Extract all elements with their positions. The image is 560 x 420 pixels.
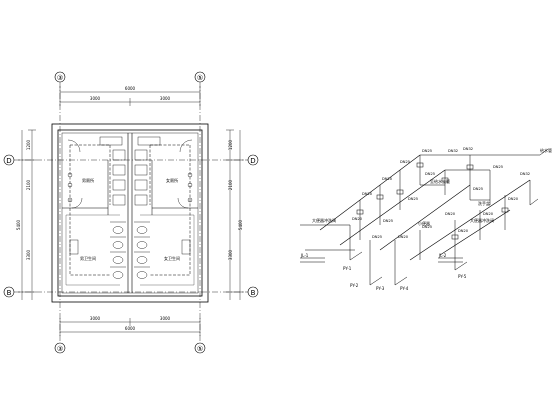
room-divisions xyxy=(62,160,198,286)
dn-label: DN20 xyxy=(458,229,469,233)
dn-label: DN20 xyxy=(398,235,409,239)
svg-text:3000: 3000 xyxy=(160,316,171,321)
dn-label: DN25 xyxy=(422,225,432,229)
svg-text:3000: 3000 xyxy=(90,96,101,101)
svg-text:JL-2: JL-2 xyxy=(438,253,447,258)
svg-text:B: B xyxy=(251,289,256,297)
iso-tags: PY-1 PY-2 PY-3 PY-4 PY-5 xyxy=(343,266,467,291)
iso-notes: 给水管 至给水立管 洗手盆 大便器冲洗阀 大便器冲洗阀 小便器 xyxy=(312,147,552,226)
stall-partitions-upper xyxy=(99,136,161,206)
axis-bubble-row-bottom-right: B xyxy=(247,286,259,298)
dn-label: DN25 xyxy=(473,187,483,191)
iso-valves xyxy=(356,162,509,240)
svg-text:6000: 6000 xyxy=(125,326,136,331)
svg-text:1200: 1200 xyxy=(228,139,233,150)
svg-text:D: D xyxy=(250,157,255,165)
dn-label: DN20 xyxy=(483,212,494,216)
tag: PY-1 xyxy=(343,266,352,271)
note-flush-valve-1: 大便器冲洗阀 xyxy=(312,217,336,223)
dimension-top: 6000 3000 3000 xyxy=(59,86,201,106)
dn-label: DN20 xyxy=(382,177,393,181)
svg-text:3000: 3000 xyxy=(90,316,101,321)
dn-label: DN25 xyxy=(383,219,393,223)
svg-text:3300: 3300 xyxy=(228,249,233,260)
tag: PY-3 xyxy=(376,286,385,291)
axis-bubble-col-right-bottom: ⑤ xyxy=(194,342,206,354)
dn-label: DN20 xyxy=(445,212,456,216)
svg-text:⑤: ⑤ xyxy=(197,74,203,82)
svg-text:1200: 1200 xyxy=(26,139,31,150)
svg-text:JL-1: JL-1 xyxy=(300,253,309,258)
central-partition xyxy=(127,133,133,293)
riser-callout-left: JL-1 xyxy=(300,253,325,263)
axis-bubble-col-left-top: ③ xyxy=(54,71,66,83)
tag: PY-2 xyxy=(350,283,359,288)
dn-label: DN20 xyxy=(352,217,363,221)
note-wash-basin: 洗手盆 xyxy=(478,200,490,206)
svg-text:2100: 2100 xyxy=(26,179,31,190)
svg-text:B: B xyxy=(7,289,12,297)
svg-text:③: ③ xyxy=(57,74,63,82)
svg-text:5400: 5400 xyxy=(16,219,21,230)
dn-label: DN20 xyxy=(362,192,373,196)
outer-walls xyxy=(51,123,209,303)
dimension-left: 5400 2100 3300 1200 xyxy=(16,129,36,300)
room-label-left-upper: 男厕所 xyxy=(82,177,94,183)
iso-dn-labels: DN25 DN32 DN32 DN25 DN25 DN25 DN20 DN20 … xyxy=(352,147,530,239)
iso-branches xyxy=(349,148,549,286)
dn-label: DN32 xyxy=(520,172,530,176)
room-label-right-upper: 女厕所 xyxy=(166,177,178,183)
plan-view: ③ ⑤ ③ ⑤ D D B B xyxy=(3,71,259,354)
tag: PY-5 xyxy=(458,274,467,279)
dn-label: DN32 xyxy=(463,147,473,151)
axis-bubble-col-right-top: ⑤ xyxy=(194,71,206,83)
svg-text:⑤: ⑤ xyxy=(197,345,203,353)
dn-label: DN25 xyxy=(408,197,418,201)
room-label-left-lower: 男卫生间 xyxy=(80,255,96,261)
dn-label: DN25 xyxy=(493,165,503,169)
dn-label: DN25 xyxy=(425,172,435,176)
axis-bubble-row-top-left: D xyxy=(3,154,15,166)
note-urinal: 小便器 xyxy=(418,220,430,226)
dimension-bottom: 3000 3000 6000 xyxy=(59,316,201,336)
axis-grid-lines xyxy=(14,82,248,342)
svg-text:D: D xyxy=(6,157,11,165)
axis-bubble-col-left-bottom: ③ xyxy=(54,342,66,354)
svg-text:3300: 3300 xyxy=(26,249,31,260)
svg-text:2100: 2100 xyxy=(228,179,233,190)
iso-main-pipes xyxy=(300,154,540,261)
dn-label: DN25 xyxy=(422,149,432,153)
dn-label: DN20 xyxy=(508,197,519,201)
svg-text:6000: 6000 xyxy=(125,86,136,91)
sink-fixtures xyxy=(67,172,193,255)
riser-callout-right: JL-2 xyxy=(438,253,463,263)
dn-label: DN32 xyxy=(448,149,458,153)
door-swings xyxy=(67,139,193,209)
toilet-fixtures xyxy=(110,221,150,279)
isometric-pipe-diagram: DN25 DN32 DN32 DN25 DN25 DN25 DN20 DN20 … xyxy=(300,147,552,291)
axis-bubble-row-bottom-left: B xyxy=(3,286,15,298)
note-flush-valve-2: 大便器冲洗阀 xyxy=(470,217,494,223)
axis-bubble-row-top-right: D xyxy=(247,154,259,166)
tag: PY-4 xyxy=(400,286,409,291)
dimension-right: 5400 2100 3300 1200 xyxy=(226,129,244,300)
svg-text:5400: 5400 xyxy=(238,219,243,230)
dn-label: DN25 xyxy=(372,235,382,239)
room-label-right-lower: 女卫生间 xyxy=(164,255,180,261)
iso-risers xyxy=(349,155,531,285)
svg-text:③: ③ xyxy=(57,345,63,353)
svg-text:3000: 3000 xyxy=(160,96,171,101)
dn-label: DN25 xyxy=(400,160,410,164)
note-to-riser: 至给水立管 xyxy=(430,178,450,184)
note-supply-pipe: 给水管 xyxy=(540,147,552,153)
